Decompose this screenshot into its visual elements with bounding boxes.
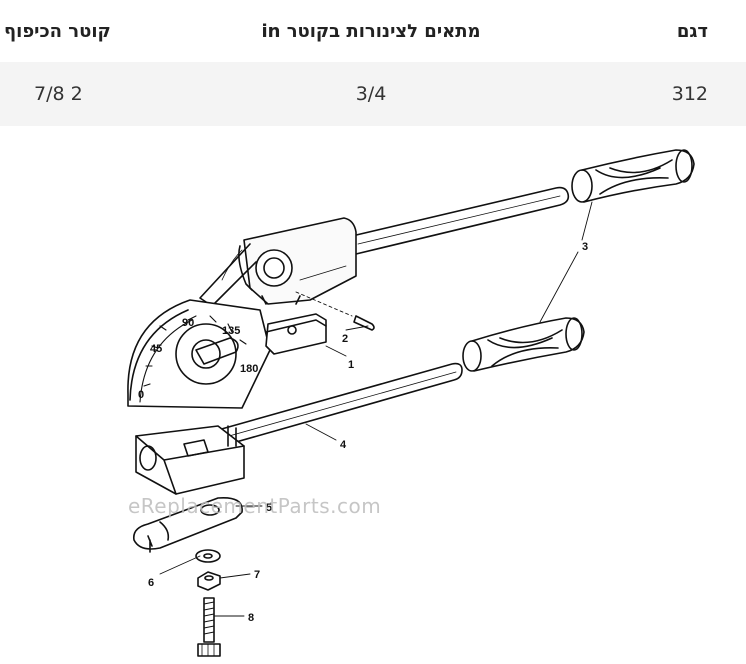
spec-table: דגם מתאים לצינורות בקוטר in קוטר הכיפוף … xyxy=(0,0,746,126)
callout-3: 3 xyxy=(582,241,588,253)
header-fits-tubes: מתאים לצינורות בקוטר in xyxy=(196,0,546,62)
callout-numbers: 1 2 3 4 5 6 7 8 xyxy=(148,241,588,624)
part-4-lower-handle-rod xyxy=(217,362,463,447)
callout-6: 6 xyxy=(148,577,154,589)
exploded-parts-diagram: 45 90 135 180 0 1 2 3 4 5 6 7 8 eReplace… xyxy=(0,126,746,660)
part-6-washer xyxy=(195,549,221,563)
tube-bender-illustration: 45 90 135 180 0 1 2 3 4 5 6 7 8 xyxy=(127,149,695,657)
callout-2: 2 xyxy=(342,333,348,345)
scale-mark-90: 90 xyxy=(182,317,194,329)
scale-mark-45: 45 xyxy=(150,343,162,355)
header-model: דגם xyxy=(546,0,746,62)
scale-mark-135: 135 xyxy=(222,325,240,337)
part-5-clevis-plate xyxy=(132,496,243,553)
forming-wheel xyxy=(127,299,271,409)
cell-fits-tubes: 3/4 xyxy=(196,62,546,126)
callout-8: 8 xyxy=(248,612,254,624)
scale-mark-180: 180 xyxy=(240,363,258,375)
lever-head xyxy=(238,217,357,305)
scale-mark-0: 0 xyxy=(138,389,144,401)
clamp-block xyxy=(135,425,245,495)
scale-marks: 45 90 135 180 0 xyxy=(138,317,258,401)
cell-model: 312 xyxy=(546,62,746,126)
callout-5: 5 xyxy=(266,502,272,514)
header-bend-diameter: קוטר הכיפוף xyxy=(0,0,196,62)
callout-7: 7 xyxy=(254,569,260,581)
part-1-slide-block xyxy=(265,313,327,355)
watermark: eReplacementParts.com xyxy=(128,494,382,518)
part-3-upper-grip xyxy=(571,149,695,203)
upper-handle-rod xyxy=(351,186,570,255)
callout-leaders xyxy=(159,201,593,617)
part-8-bolt xyxy=(197,597,221,657)
cell-bend-diameter: 2 7/8 xyxy=(0,62,196,126)
callout-1: 1 xyxy=(348,359,354,371)
table-row: 312 3/4 2 7/8 xyxy=(0,62,746,126)
part-7-nut xyxy=(197,571,221,591)
callout-4: 4 xyxy=(340,439,347,451)
part-3-lower-grip xyxy=(462,317,585,372)
table-header-row: דגם מתאים לצינורות בקוטר in קוטר הכיפוף xyxy=(0,0,746,62)
part-2-pin xyxy=(295,291,375,331)
